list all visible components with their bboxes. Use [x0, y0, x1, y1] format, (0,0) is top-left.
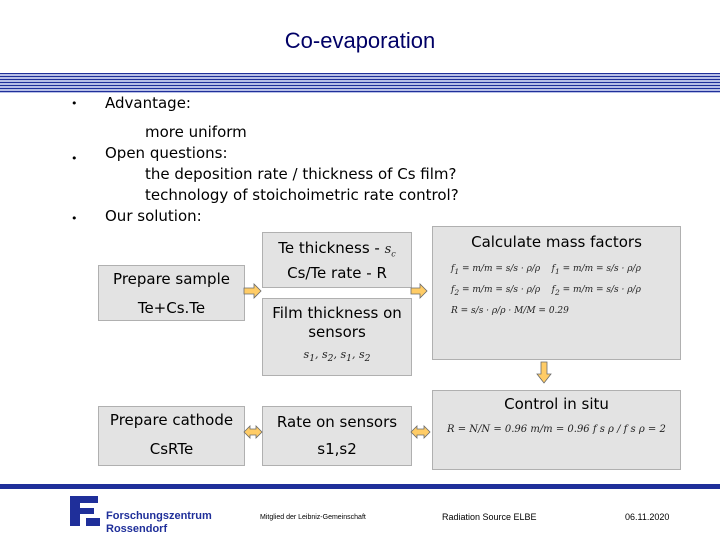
- cs2te-label: CsRTe: [149, 440, 194, 458]
- prepare-cathode-label: Prepare cathode: [109, 411, 234, 429]
- te-thickness-label: Te thickness - sc: [263, 239, 411, 264]
- arrow-thickness-to-mass: [410, 283, 428, 299]
- te-thickness-text: Te thickness -: [278, 239, 385, 257]
- mass-factor-value: = 0.29: [538, 305, 569, 316]
- rate-on-sensors-label: Rate on sensors: [276, 413, 398, 431]
- cs-te-rate-label: Cs/Te rate - R: [287, 263, 387, 282]
- sensor-symbols: s1, s2, s1, s2: [303, 348, 371, 365]
- bullet-open-questions-sub-2: technology of stoichoimetric rate contro…: [145, 186, 459, 204]
- film-thickness-label-2: sensors: [308, 323, 366, 341]
- member-text: Mitglied der Leibniz-Gemeinschaft: [260, 514, 366, 521]
- bullet-dot: •: [71, 212, 78, 225]
- control-in-situ-label: Control in situ: [504, 395, 609, 413]
- fzr-logo-icon: [68, 494, 102, 528]
- s1s2-label: s1,s2: [317, 440, 357, 458]
- arrow-rate-control: [410, 425, 431, 439]
- arrow-cathode-rate: [243, 425, 263, 439]
- bullet-advantage: Advantage:: [105, 94, 191, 112]
- bullet-our-solution: Our solution:: [105, 207, 202, 225]
- te-cste-label: Te+Cs.Te: [137, 299, 206, 317]
- bullet-dot: •: [71, 97, 78, 110]
- logo-text-2: Rossendorf: [106, 523, 168, 535]
- bullet-advantage-sub: more uniform: [145, 123, 247, 141]
- control-formula: R = N/N = 0.96 m/m = 0.96 f s ρ / f s ρ …: [447, 424, 666, 435]
- footer-line: [0, 484, 720, 489]
- bullet-dot: •: [71, 152, 78, 165]
- arrow-sample-to-thickness: [243, 283, 262, 299]
- calculate-mass-label: Calculate mass factors: [471, 233, 642, 251]
- film-thickness-label-1: Film thickness on: [272, 304, 402, 322]
- rate-on-sensors-box: Rate on sensors s1,s2: [262, 406, 412, 466]
- prepare-cathode-box: Prepare cathode CsRTe: [98, 406, 245, 466]
- source-text: Radiation Source ELBE: [442, 512, 537, 522]
- control-in-situ-box: Control in situ R = N/N = 0.96 m/m = 0.9…: [432, 390, 681, 470]
- calculate-mass-box: Calculate mass factors f1 = m/m = s/s · …: [432, 226, 681, 360]
- sc-symbol: sc: [384, 242, 396, 259]
- mass-factor-formulas: f1 = m/m = s/s · ρ/ρ f1 = m/m = s/s · ρ/…: [451, 264, 641, 316]
- film-thickness-box: Film thickness on sensors s1, s2, s1, s2: [262, 298, 412, 376]
- slide-title: Co-evaporation: [284, 28, 436, 53]
- prepare-sample-label: Prepare sample: [113, 270, 230, 288]
- control-value-1: = 0.96: [493, 424, 528, 435]
- bullet-open-questions-sub-1: the deposition rate / thickness of Cs fi…: [145, 165, 457, 183]
- header-stripes: [0, 73, 720, 93]
- prepare-sample-box: Prepare sample Te+Cs.Te: [98, 265, 245, 321]
- control-value-2: = 2: [647, 424, 666, 435]
- logo-text-1: Forschungszentrum: [106, 510, 212, 522]
- te-thickness-box: Te thickness - sc Cs/Te rate - R: [262, 232, 412, 288]
- date-text: 06.11.2020: [625, 512, 670, 522]
- arrow-mass-to-control: [536, 361, 552, 384]
- bullet-open-questions: Open questions:: [105, 144, 228, 162]
